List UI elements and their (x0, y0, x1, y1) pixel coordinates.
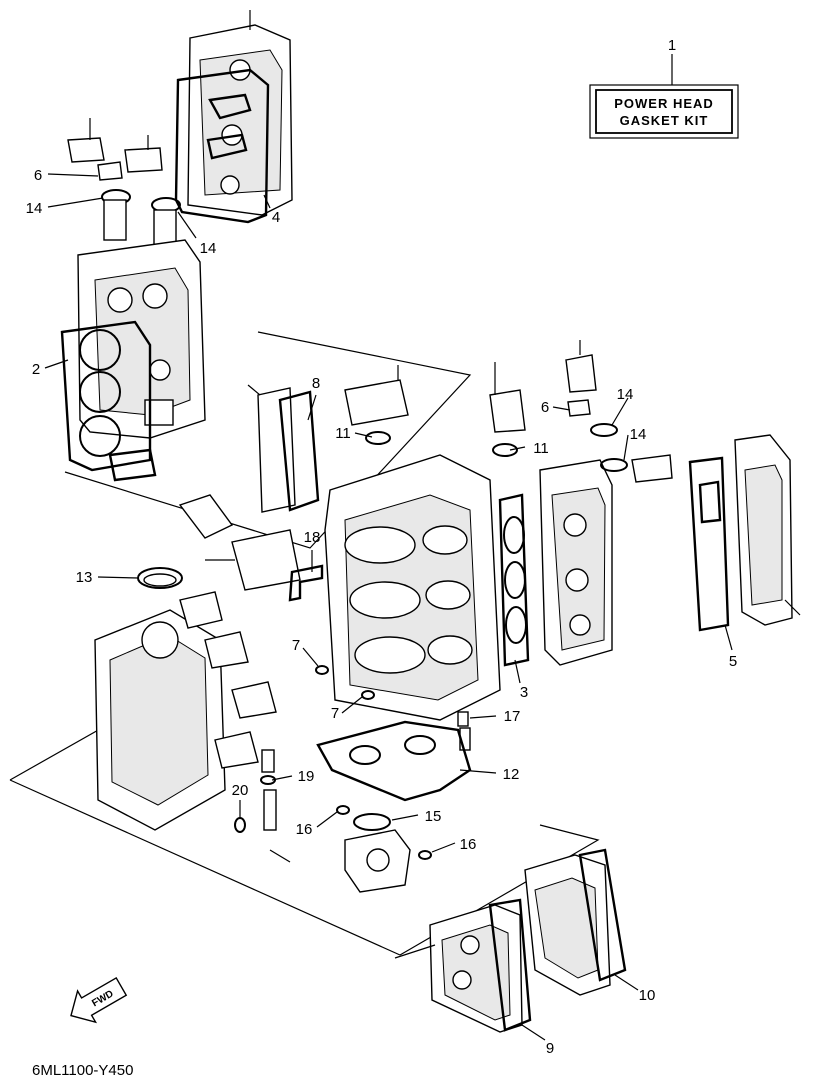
callout-1: 1 (668, 37, 676, 54)
starboard-cylinder-head-assembly (539, 340, 801, 666)
diagram-code: 6ML1100-Y450 (32, 1062, 133, 1079)
callout-7-lower: 7 (331, 705, 339, 722)
callout-11-left: 11 (335, 425, 351, 442)
callout-19: 19 (298, 768, 315, 785)
kit-label-box: POWER HEAD GASKET KIT (589, 54, 739, 139)
cylinder-block-assembly (178, 362, 530, 751)
callout-15: 15 (425, 808, 442, 825)
callout-14-right-upper: 14 (617, 386, 634, 403)
callout-7-upper: 7 (292, 637, 300, 654)
callout-3: 3 (520, 684, 528, 701)
callout-6-right: 6 (541, 399, 549, 416)
lower-base-assembly (316, 720, 472, 893)
kit-label-line2: GASKET KIT (620, 113, 709, 128)
port-cylinder-head-assembly (60, 10, 293, 482)
leader-lines (44, 173, 733, 1041)
callout-2: 2 (32, 361, 40, 378)
kit-label-line1: POWER HEAD (614, 96, 714, 111)
callout-8: 8 (312, 375, 320, 392)
callout-12: 12 (503, 766, 520, 783)
callout-16-right: 16 (460, 836, 477, 853)
callout-13: 13 (76, 569, 93, 586)
callout-11-right: 11 (533, 440, 549, 457)
callout-16-left: 16 (296, 821, 313, 838)
callout-14-right-lower: 14 (630, 426, 647, 443)
callout-20: 20 (232, 782, 249, 799)
callout-14-mid: 14 (200, 240, 217, 257)
callout-10: 10 (639, 987, 656, 1004)
callout-17: 17 (504, 708, 521, 725)
callout-18: 18 (304, 529, 321, 546)
callout-labels: 1 2 3 4 5 6 6 7 7 8 9 10 11 11 12 13 14 … (26, 37, 738, 1057)
callout-4: 4 (272, 209, 280, 226)
callout-6-left: 6 (34, 167, 42, 184)
cover-plates (394, 848, 627, 1033)
callout-9: 9 (546, 1040, 554, 1057)
fwd-arrow-icon: FWD (70, 976, 128, 1024)
crankshaft-assembly (94, 567, 291, 863)
callout-14-left: 14 (26, 200, 43, 217)
callout-5: 5 (729, 653, 737, 670)
